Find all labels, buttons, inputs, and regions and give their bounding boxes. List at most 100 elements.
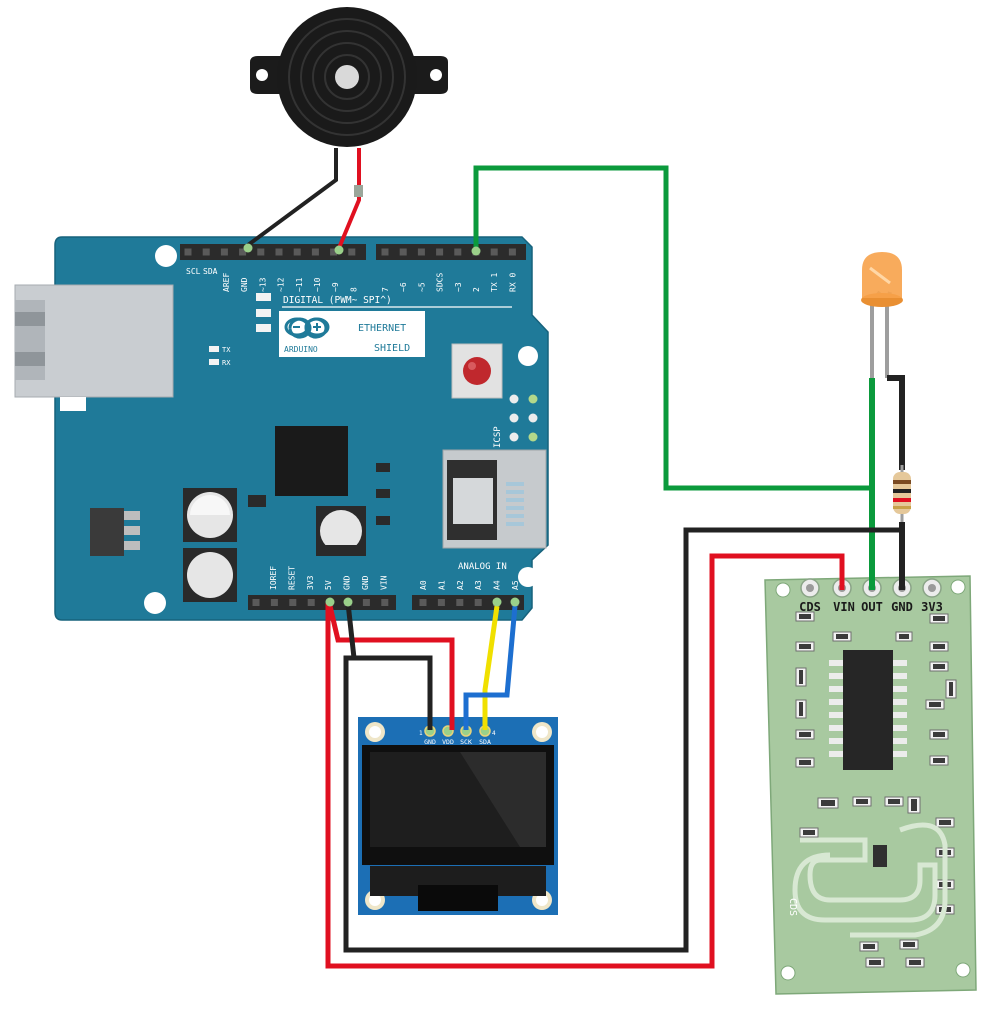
wire-led-cathode: [887, 375, 905, 470]
power-header: [248, 595, 396, 610]
voltage-regulator: [90, 508, 140, 556]
smd-part: [248, 495, 266, 507]
oled-pin-num-first: 1: [419, 730, 423, 737]
smd-part: [376, 489, 390, 498]
header-pin: [419, 599, 427, 606]
analog-pin-label: A2: [456, 580, 465, 590]
digital-pin-label: 2: [472, 287, 481, 292]
smd-part: [376, 463, 390, 472]
power-pin-label: IOREF: [269, 566, 278, 590]
oled-pin-label: VDD: [442, 738, 454, 746]
digital-pin-label: AREF: [222, 273, 231, 292]
smd-part: [859, 941, 879, 952]
rx-label: RX: [222, 359, 231, 367]
header-pin: [381, 248, 389, 256]
smd-led: [256, 309, 271, 317]
oled-display: 1 4: [358, 717, 558, 915]
smd-part: [929, 641, 949, 652]
icsp-header: ICSP: [493, 394, 538, 448]
oled-pin-label: GND: [424, 738, 436, 746]
digital-pin-label: ~5: [417, 282, 426, 292]
power-pin-label: 3V3: [306, 575, 315, 590]
sd-card-slot: [442, 449, 547, 549]
smd-part: [907, 796, 921, 814]
power-pin-label: GND: [343, 575, 352, 590]
smd-part: [884, 796, 904, 807]
tx-led: [209, 346, 219, 352]
smd-led: [256, 293, 271, 301]
resistor: [893, 465, 911, 522]
arduino-logo-box: ARDUINO ETHERNET SHIELD: [279, 311, 425, 357]
header-pin: [474, 599, 482, 606]
header-pin: [508, 248, 516, 256]
analog-pin-label: A0: [419, 580, 428, 590]
smd-part: [795, 611, 815, 622]
smd-part: [895, 631, 913, 642]
digital-pin-label: ~10: [313, 277, 322, 292]
digital-pin-label: ~12: [277, 277, 286, 292]
digital-pin-label: ~9: [331, 282, 340, 292]
oled-pin-num-last: 4: [492, 730, 496, 737]
smd-part: [376, 516, 390, 525]
header-pin: [239, 248, 247, 256]
radar-pin-label: CDS: [799, 600, 821, 614]
smd-part: [852, 796, 872, 807]
power-analog-pins: [252, 599, 519, 606]
wire-oled-scl: [463, 605, 518, 730]
smd-part: [929, 729, 949, 740]
power-pin-label: 5V: [324, 580, 333, 590]
analog-pin-label: A3: [474, 580, 483, 590]
header-pin: [454, 248, 462, 256]
header-pin: [184, 248, 192, 256]
digital-pin-label: ~11: [295, 277, 304, 292]
wire-oled-vdd: [327, 605, 455, 730]
wire-buzzer-gnd: [246, 148, 338, 247]
header-pin: [330, 248, 338, 256]
header-pin: [252, 599, 260, 606]
smd-part: [832, 631, 852, 642]
radar-antenna-trace: [792, 837, 938, 923]
analog-header: [412, 595, 524, 610]
wires: [246, 148, 911, 969]
radar-pin-label: VIN: [833, 600, 855, 614]
smd-part: [795, 729, 815, 740]
smd-part: [945, 679, 957, 699]
digital-pin-label: TX 1: [490, 273, 499, 292]
wire-radar-vin: [325, 553, 845, 969]
digital-header-left: [180, 244, 366, 260]
ethernet-jack: [14, 284, 174, 411]
smd-part: [817, 797, 839, 809]
mounting-hole: [144, 592, 166, 614]
digital-pin-label: 8: [349, 287, 358, 292]
header-pin: [289, 599, 297, 606]
header-pin: [362, 599, 370, 606]
sda-label: SDA: [203, 267, 218, 276]
wire-buzzer-pin9: [337, 148, 361, 249]
header-pin: [311, 248, 319, 256]
radar-board: [764, 575, 977, 995]
digital-pin-label: ~3: [454, 282, 463, 292]
header-pin: [220, 248, 228, 256]
header-pin: [348, 248, 356, 256]
mounting-hole: [155, 245, 177, 267]
shield-title-2: SHIELD: [374, 343, 410, 354]
radar-pins: [800, 578, 942, 598]
led: [861, 252, 903, 378]
icsp-label: ICSP: [493, 426, 503, 448]
header-pin: [417, 248, 425, 256]
analog-pin-label: A5: [511, 580, 520, 590]
wire-oled-gnd: [345, 602, 357, 659]
scl-label: SCL: [186, 267, 201, 276]
radar-ic: [829, 650, 907, 770]
wire-d2-green: [473, 165, 872, 491]
smd-part: [865, 957, 885, 968]
analog-caption: ANALOG IN: [458, 562, 507, 572]
oled-pin-label: SDA: [479, 738, 491, 746]
header-pin: [456, 599, 464, 606]
header-pin: [257, 248, 265, 256]
rx-led: [209, 359, 219, 365]
